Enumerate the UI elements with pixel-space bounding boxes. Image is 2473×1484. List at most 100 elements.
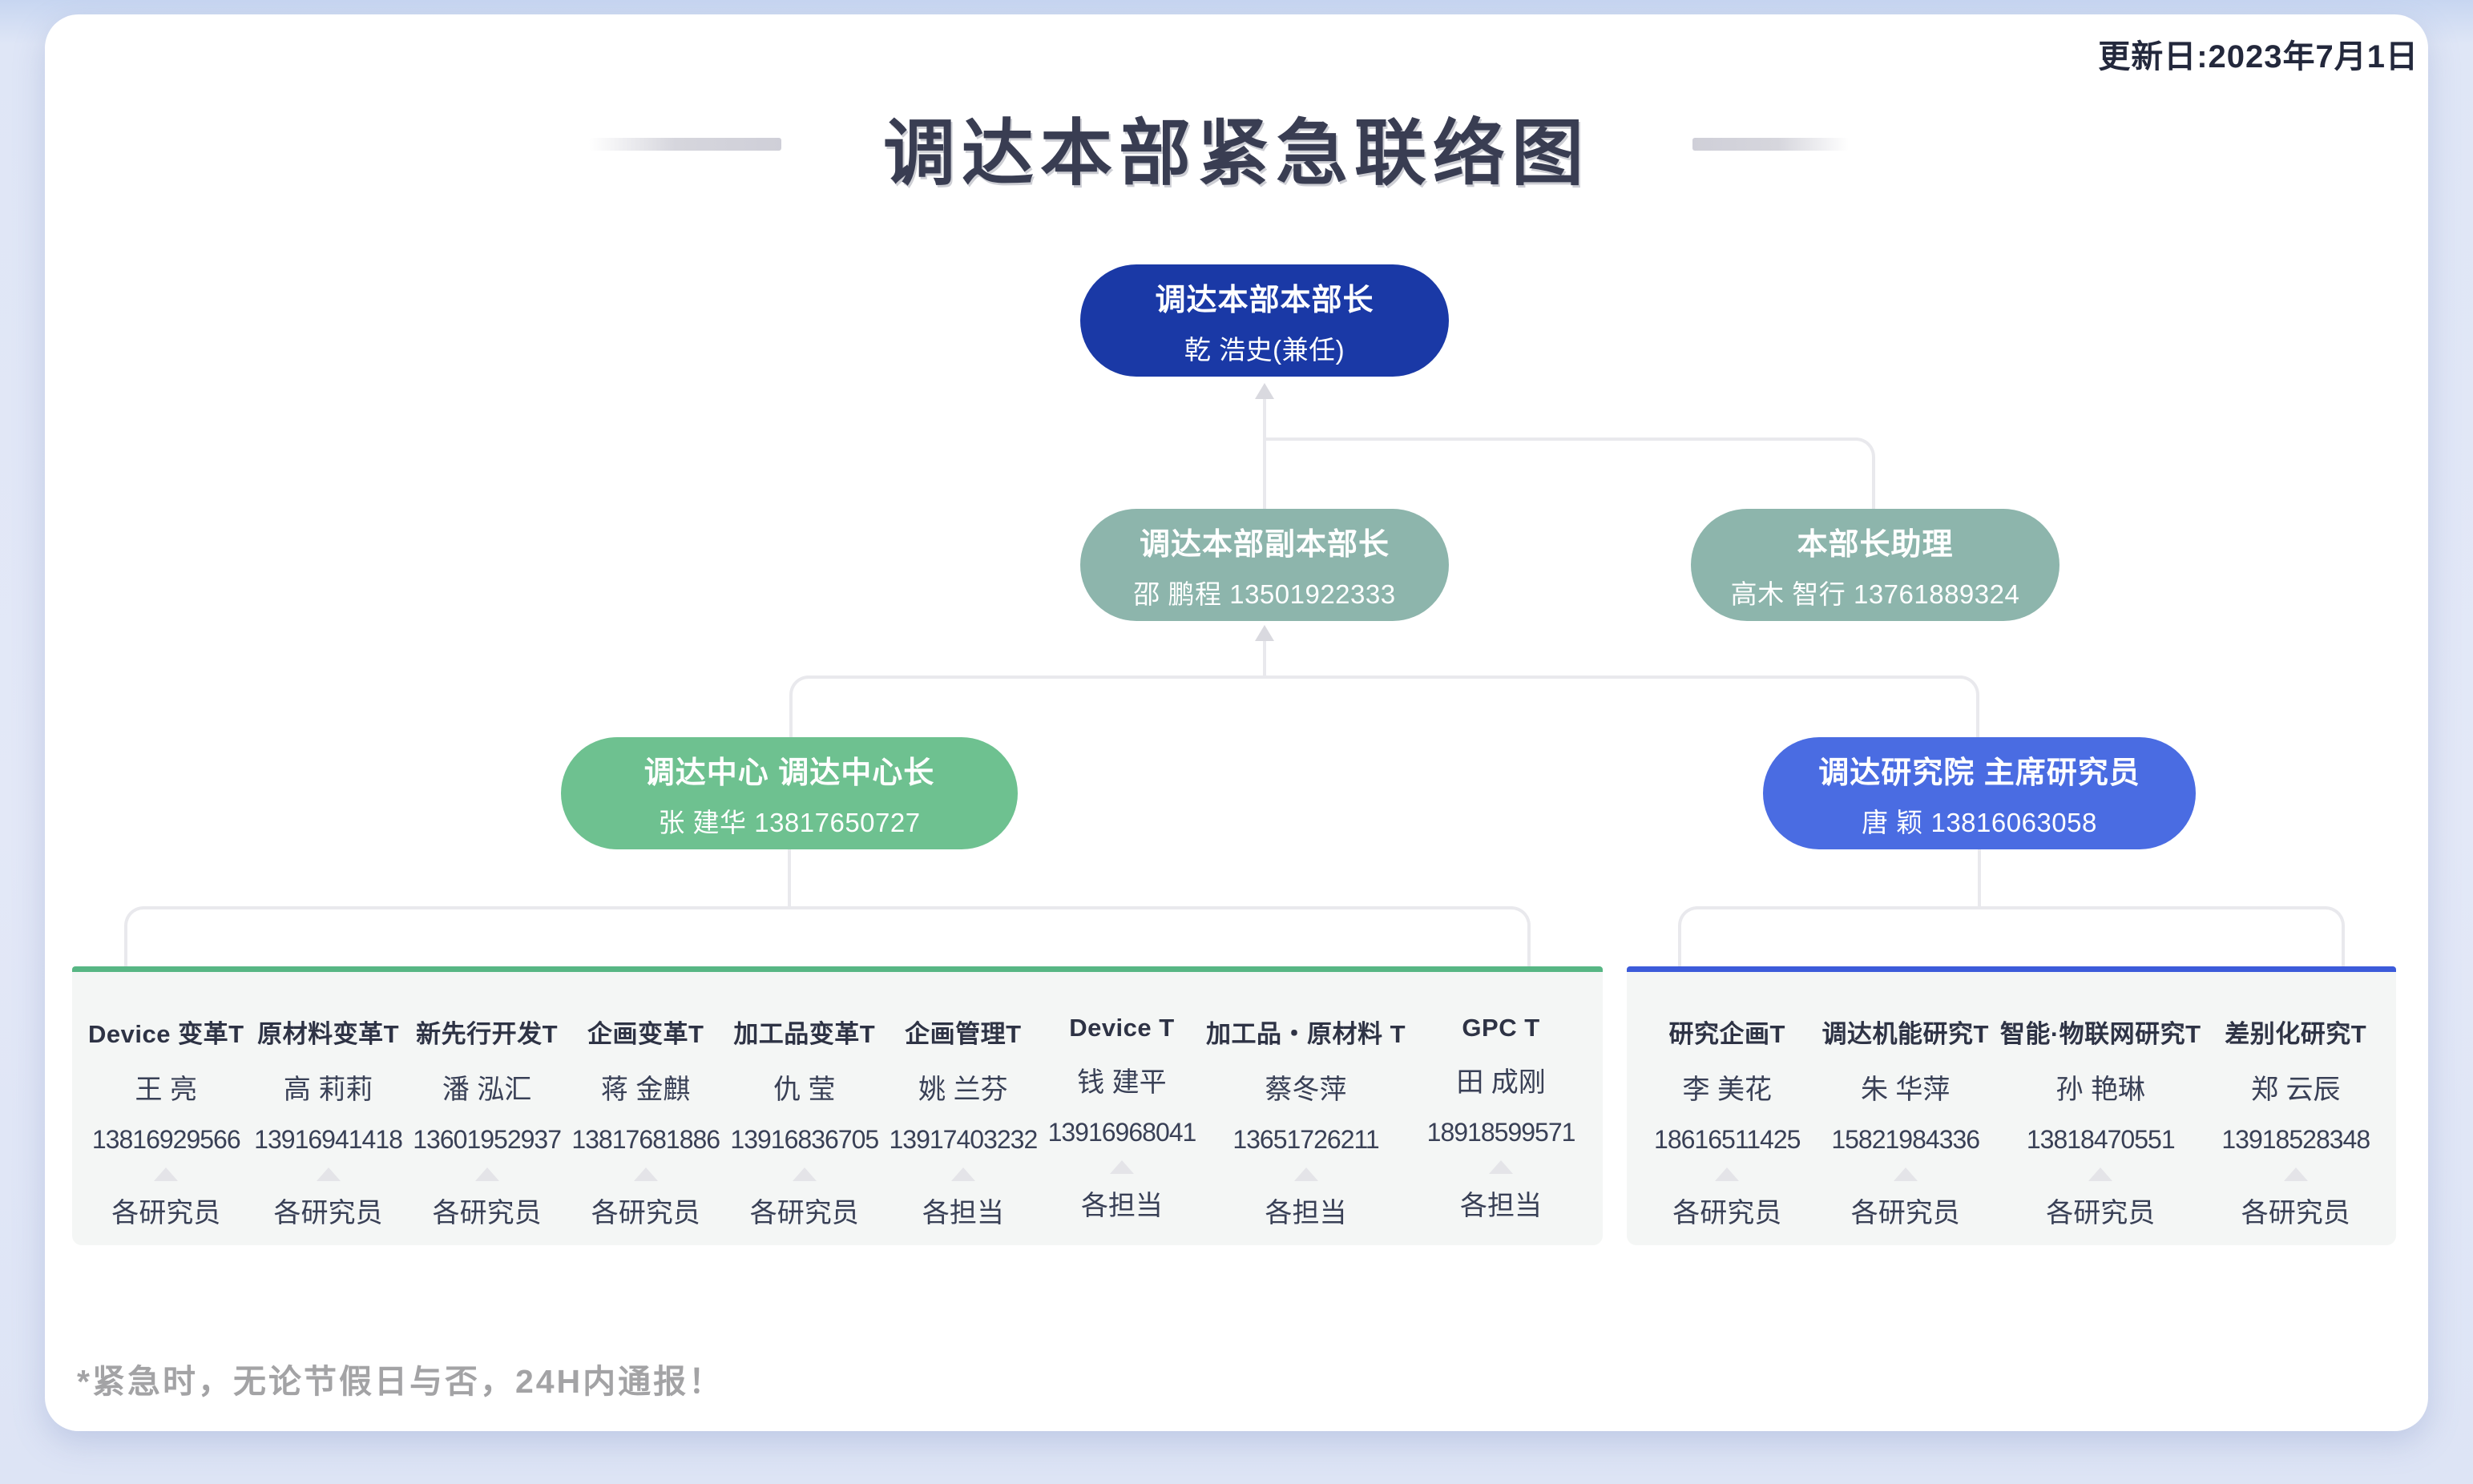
node-research-person: 唐 颖 13816063058 [1862,807,2097,837]
team-role: 各担当 [1080,1191,1163,1221]
team-title: GPC T [1462,1014,1540,1042]
team-title: Device T [1069,1014,1175,1042]
caret-up-icon [2283,1167,2308,1181]
team-phone: 15821984336 [1831,1125,1980,1154]
team-card: 研究企画T 李 美花 18616511425 各研究员 [1638,1014,1816,1230]
node-assistant-title: 本部长助理 [1797,527,1954,562]
team-title: 企画变革T [587,1020,704,1048]
team-title: 智能·物联网研究T [1999,1020,2201,1048]
node-head-title: 调达本部本部长 [1155,283,1374,317]
team-person: 田 成刚 [1456,1067,1546,1098]
team-title: Device 变革T [88,1020,244,1048]
update-date: 更新日:2023年7月1日 [2098,39,2419,75]
team-title: 企画管理T [905,1020,1022,1048]
node-head-person: 乾 浩史(兼任) [1184,334,1345,365]
team-card: 加工品变革T 仇 莹 13916836705 各研究员 [725,1014,884,1230]
node-assistant: 本部长助理 高木 智行 13761889324 [1691,509,2059,621]
node-assistant-person: 高木 智行 13761889324 [1730,579,2020,609]
caret-up-icon [950,1167,975,1181]
team-title: 研究企画T [1668,1020,1785,1048]
team-title: 差别化研究T [2225,1020,2367,1048]
node-head: 调达本部本部长 乾 浩史(兼任) [1080,264,1449,377]
team-phone: 13918528348 [2221,1125,2370,1154]
caret-up-icon [154,1167,179,1181]
team-person: 王 亮 [135,1075,197,1105]
caret-up-icon [1489,1160,1514,1174]
team-role: 各研究员 [1850,1198,1960,1228]
caret-up-icon [1715,1167,1740,1181]
connector-level3-bracket [789,675,1979,737]
team-phone: 13916836705 [730,1125,879,1154]
team-card: 原材料变革T 高 莉莉 13916941418 各研究员 [249,1014,408,1230]
connector-research-stem [1978,849,1981,908]
team-card: 新先行开发T 潘 泓汇 13601952937 各研究员 [408,1014,567,1230]
node-center-title: 调达中心 调达中心长 [643,756,935,790]
title-decor-line-left [589,138,781,151]
connector-center-group-bracket [124,906,1531,966]
team-role: 各研究员 [2046,1198,2156,1228]
caret-up-icon [1109,1160,1134,1174]
team-role: 各研究员 [111,1198,221,1228]
team-role: 各担当 [922,1198,1004,1228]
team-phone: 13818470551 [2026,1125,2176,1154]
node-research-title: 调达研究院 主席研究员 [1818,756,2140,790]
connector-head-assistant [1265,438,1875,510]
team-role: 各研究员 [273,1198,383,1228]
node-deputy-person: 邵 鹏程 13501922333 [1133,579,1396,609]
team-person: 仇 莹 [773,1075,836,1105]
up-arrow-icon [1255,625,1274,641]
team-role: 各研究员 [432,1198,542,1228]
team-person: 潘 泓汇 [442,1075,532,1105]
team-person: 钱 建平 [1077,1067,1167,1098]
caret-up-icon [316,1167,341,1181]
team-card: 加工品・原材料 T 蔡冬萍 13651726211 各担当 [1201,1014,1410,1230]
emergency-footnote: *紧急时，无论节假日与否，24H内通报！ [77,1363,724,1400]
node-center-person: 张 建华 13817650727 [658,807,921,837]
caret-up-icon [2088,1167,2113,1181]
connector-center-stem [788,849,791,908]
team-card: 智能·物联网研究T 孙 艳琳 13818470551 各研究员 [1995,1014,2207,1230]
team-card: 企画管理T 姚 兰芬 13917403232 各担当 [884,1014,1043,1230]
team-role: 各研究员 [2241,1198,2350,1228]
connector-deputy-stem [1263,641,1266,677]
team-person: 李 美花 [1682,1075,1772,1105]
team-person: 姚 兰芬 [918,1075,1008,1105]
caret-up-icon [474,1167,499,1181]
team-person: 朱 华萍 [1860,1075,1951,1105]
team-role: 各研究员 [591,1198,700,1228]
team-person: 孙 艳琳 [2055,1075,2145,1105]
team-card: Device T 钱 建平 13916968041 各担当 [1043,1014,1201,1223]
caret-up-icon [1293,1167,1318,1181]
team-role: 各研究员 [749,1198,859,1228]
research-teams-group: 研究企画T 李 美花 18616511425 各研究员 调达机能研究T 朱 华萍… [1627,966,2396,1245]
node-deputy-title: 调达本部副本部长 [1139,527,1390,562]
caret-up-icon [633,1167,658,1181]
node-center: 调达中心 调达中心长 张 建华 13817650727 [561,737,1018,849]
team-phone: 13916941418 [254,1125,403,1154]
up-arrow-icon [1255,383,1274,399]
team-title: 加工品・原材料 T [1205,1020,1406,1048]
team-title: 原材料变革T [257,1020,400,1048]
team-person: 蒋 金麒 [600,1075,691,1105]
connector-research-group-bracket [1678,906,2345,966]
team-card: Device 变革T 王 亮 13816929566 各研究员 [83,1014,249,1230]
team-phone: 13651726211 [1232,1125,1379,1154]
title-decor-line-right [1692,138,1849,151]
node-deputy: 调达本部副本部长 邵 鹏程 13501922333 [1080,509,1449,621]
team-person: 郑 云辰 [2251,1075,2341,1105]
team-card: GPC T 田 成刚 18918599571 各担当 [1410,1014,1592,1223]
team-card: 差别化研究T 郑 云辰 13918528348 各研究员 [2207,1014,2385,1230]
team-role: 各担当 [1460,1191,1543,1221]
node-research: 调达研究院 主席研究员 唐 颖 13816063058 [1763,737,2196,849]
team-title: 调达机能研究T [1821,1020,1989,1048]
team-title: 新先行开发T [416,1020,559,1048]
center-teams-group: Device 变革T 王 亮 13816929566 各研究员 原材料变革T 高… [72,966,1603,1245]
team-phone: 13816929566 [91,1125,241,1154]
caret-up-icon [1893,1167,1918,1181]
team-person: 蔡冬萍 [1265,1075,1347,1105]
team-phone: 13601952937 [413,1125,562,1154]
title-wrap: 调达本部紧急联络图 [0,95,2473,199]
team-card: 企画变革T 蒋 金麒 13817681886 各研究员 [567,1014,725,1230]
page-title: 调达本部紧急联络图 [883,114,1590,194]
team-phone: 13817681886 [571,1125,720,1154]
